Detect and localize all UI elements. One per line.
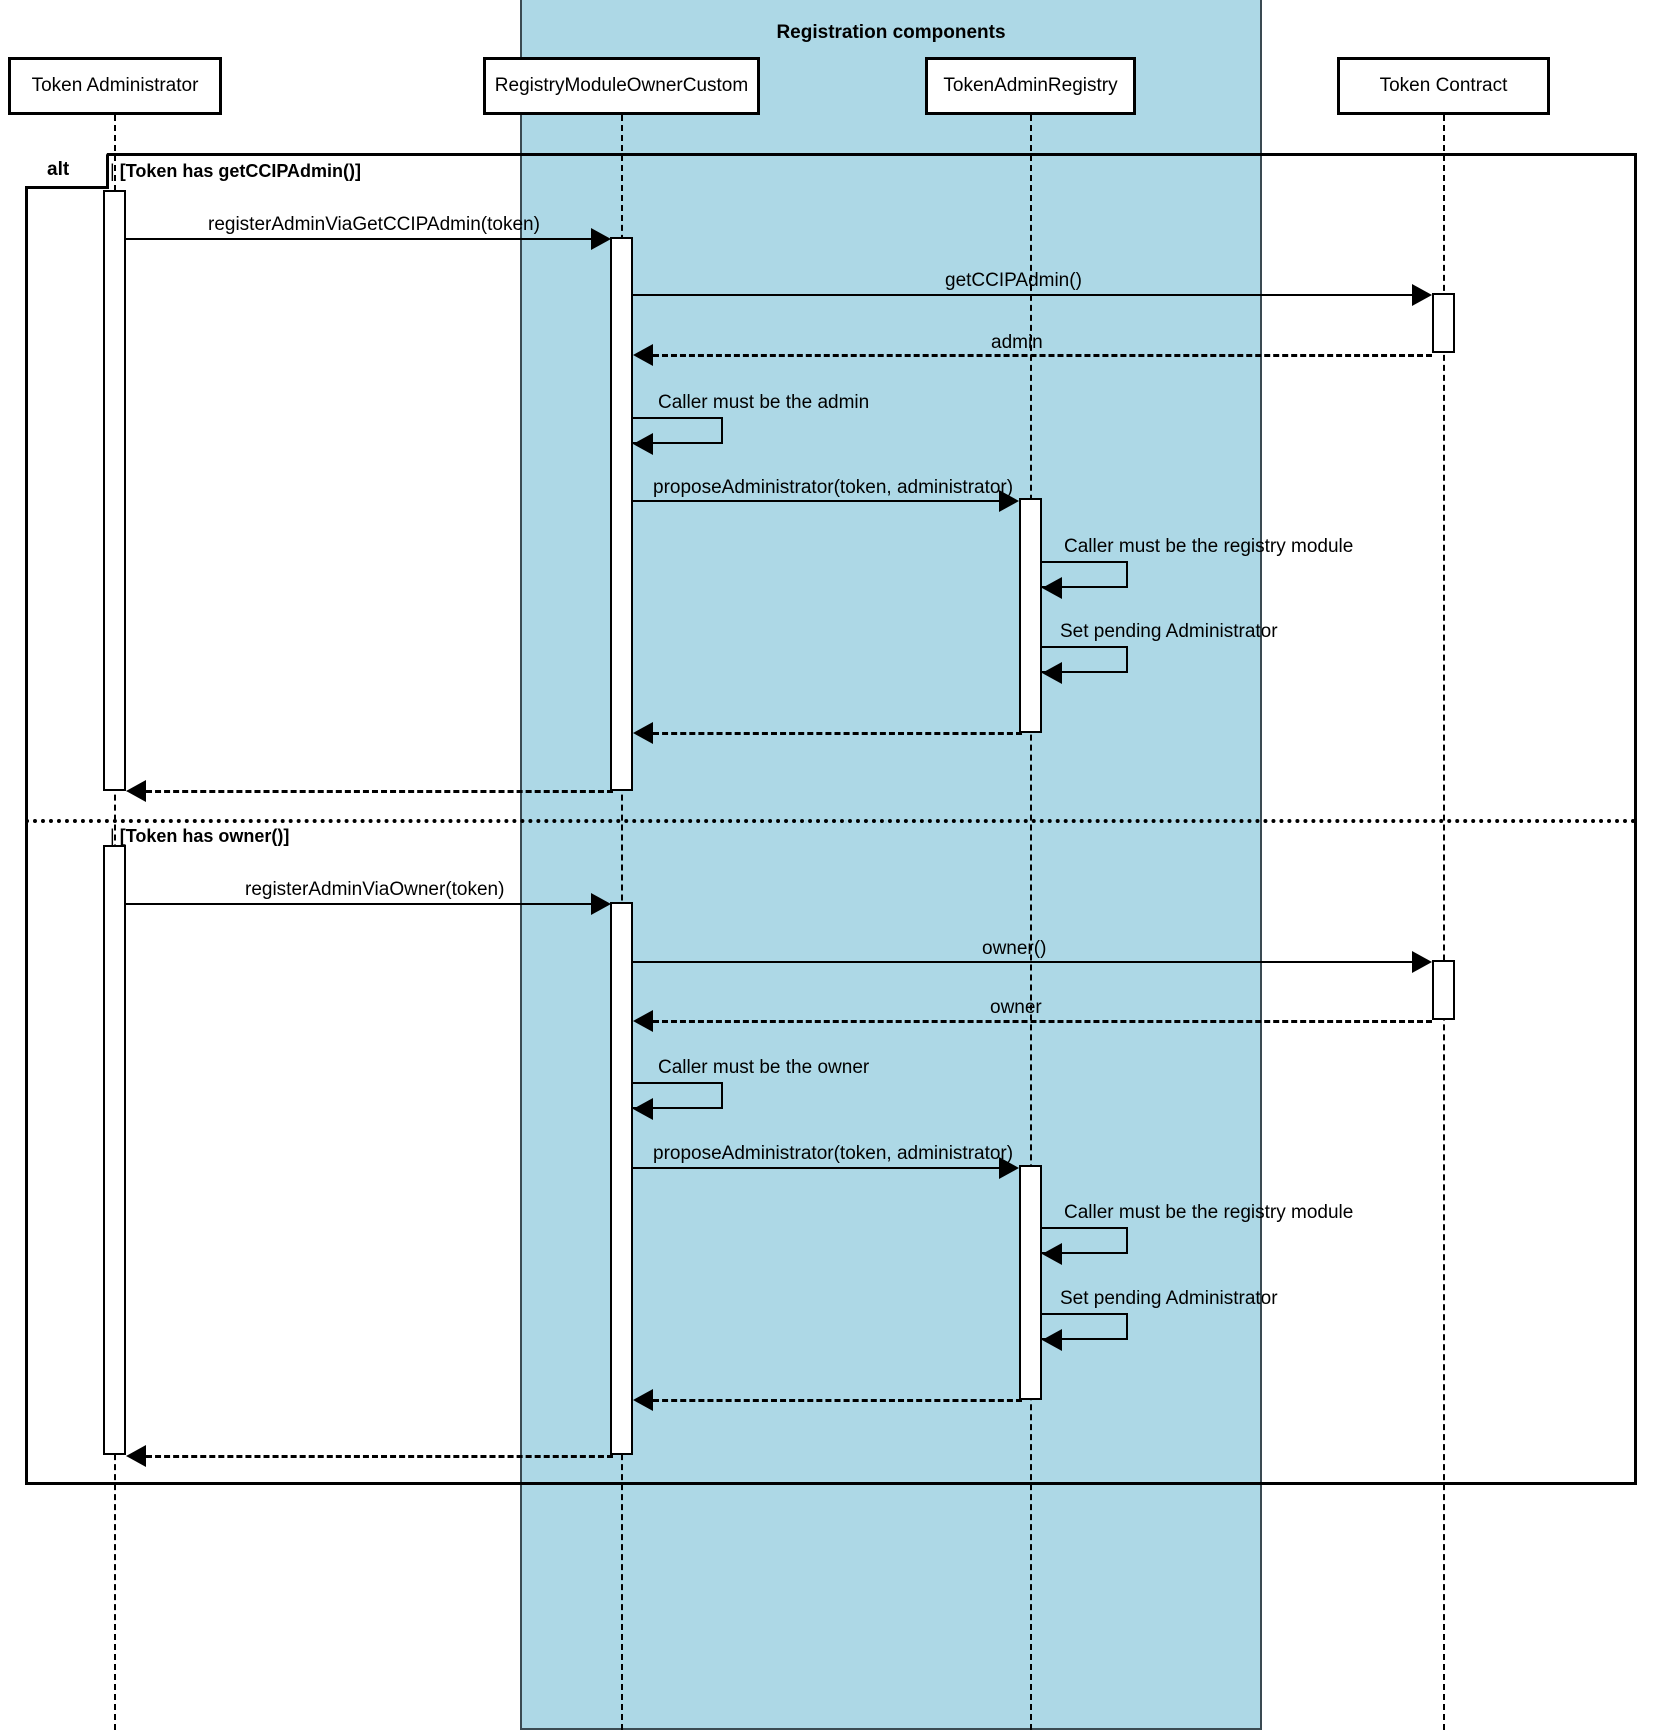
message-label-set-pending-administrator-1: Set pending Administrator [1060, 621, 1278, 642]
group-box-registration-components [520, 0, 1262, 1730]
message-line-propose-administrator-2 [633, 1167, 1000, 1169]
self-message-arrowhead-caller-must-be-owner [633, 1098, 653, 1120]
message-line-owner-return [653, 1020, 1432, 1023]
message-line-register-admin-return-1 [146, 790, 613, 793]
message-arrowhead-admin-return [633, 344, 653, 366]
alt-condition-1: | [Token has getCCIPAdmin()] [110, 161, 362, 181]
self-message-set-pending-administrator-2 [1042, 1313, 1128, 1340]
message-arrowhead-propose-administrator-return-1 [633, 722, 653, 744]
message-label-register-admin-via-owner: registerAdminViaOwner(token) [245, 879, 505, 900]
message-line-propose-administrator-1 [633, 500, 1000, 502]
message-arrowhead-register-admin-via-owner [591, 893, 611, 915]
message-line-propose-administrator-return-1 [653, 732, 1022, 735]
message-label-caller-must-be-admin: Caller must be the admin [658, 392, 870, 413]
self-message-caller-must-be-registry-module-2 [1042, 1227, 1128, 1254]
message-label-getccipadmin: getCCIPAdmin() [945, 270, 1082, 291]
self-message-arrowhead-set-pending-administrator-1 [1042, 662, 1062, 684]
message-label-register-admin-via-getccipadmin: registerAdminViaGetCCIPAdmin(token) [208, 214, 540, 235]
message-label-caller-must-be-registry-module-2: Caller must be the registry module [1064, 1202, 1354, 1223]
message-label-owner-call: owner() [982, 938, 1047, 959]
activation-token-administrator-1 [103, 190, 126, 791]
message-arrowhead-register-admin-via-getccipadmin [591, 228, 611, 250]
activation-token-administrator-2 [103, 845, 126, 1455]
self-message-arrowhead-set-pending-administrator-2 [1042, 1329, 1062, 1351]
self-message-set-pending-administrator-1 [1042, 646, 1128, 673]
participant-token-contract[interactable]: Token Contract [1337, 57, 1550, 115]
self-message-arrowhead-caller-must-be-admin [633, 433, 653, 455]
message-label-caller-must-be-registry-module-1: Caller must be the registry module [1064, 536, 1354, 557]
alt-fragment-operator-tab: alt [25, 150, 109, 189]
message-line-register-admin-return-2 [146, 1455, 613, 1458]
self-message-arrowhead-caller-must-be-registry-module-1 [1042, 577, 1062, 599]
participant-label: TokenAdminRegistry [943, 75, 1118, 96]
group-title: Registration components [776, 22, 1006, 43]
alt-condition-2-text: [Token has owner()] [119, 826, 290, 846]
message-arrowhead-propose-administrator-1 [999, 490, 1019, 512]
message-arrowhead-propose-administrator-2 [999, 1157, 1019, 1179]
message-line-register-admin-via-getccipadmin [126, 238, 593, 240]
lifeline-token-contract [1443, 115, 1445, 1730]
activation-registry-module-2 [610, 902, 633, 1455]
message-line-propose-administrator-return-2 [653, 1399, 1022, 1402]
activation-token-admin-registry-1 [1019, 498, 1042, 733]
alt-fragment-divider [25, 819, 1637, 823]
message-arrowhead-owner-return [633, 1010, 653, 1032]
self-message-arrowhead-caller-must-be-registry-module-2 [1042, 1243, 1062, 1265]
alt-condition-2: | [Token has owner()] [110, 826, 290, 846]
self-message-caller-must-be-owner [633, 1082, 723, 1109]
activation-registry-module-1 [610, 237, 633, 791]
message-line-owner-call [633, 961, 1413, 963]
participant-label: Token Administrator [31, 75, 199, 96]
self-message-caller-must-be-admin [633, 417, 723, 444]
message-arrowhead-register-admin-return-2 [126, 1445, 146, 1467]
message-label-propose-administrator-2: proposeAdministrator(token, administrato… [653, 1143, 1014, 1164]
message-arrowhead-propose-administrator-return-2 [633, 1389, 653, 1411]
activation-token-contract-1 [1432, 293, 1455, 353]
message-arrowhead-getccipadmin [1412, 284, 1432, 306]
message-arrowhead-owner-call [1412, 951, 1432, 973]
lifeline-token-admin-registry [1030, 115, 1032, 1730]
message-label-admin-return: admin [991, 332, 1043, 353]
message-label-owner-return: owner [990, 997, 1042, 1018]
message-label-caller-must-be-owner: Caller must be the owner [658, 1057, 870, 1078]
message-line-getccipadmin [633, 294, 1413, 296]
participant-token-administrator[interactable]: Token Administrator [8, 57, 222, 115]
participant-label: Token Contract [1379, 75, 1508, 96]
message-label-set-pending-administrator-2: Set pending Administrator [1060, 1288, 1278, 1309]
activation-token-contract-2 [1432, 960, 1455, 1020]
alt-operator-label: alt [47, 158, 70, 180]
participant-registry-module-owner-custom[interactable]: RegistryModuleOwnerCustom [483, 57, 760, 115]
self-message-caller-must-be-registry-module-1 [1042, 561, 1128, 588]
message-label-propose-administrator-1: proposeAdministrator(token, administrato… [653, 477, 1014, 498]
message-arrowhead-register-admin-return-1 [126, 780, 146, 802]
alt-condition-1-text: [Token has getCCIPAdmin()] [119, 161, 362, 181]
message-line-register-admin-via-owner [126, 903, 593, 905]
activation-token-admin-registry-2 [1019, 1165, 1042, 1400]
message-line-admin-return [653, 354, 1432, 357]
participant-label: RegistryModuleOwnerCustom [494, 75, 749, 96]
participant-token-admin-registry[interactable]: TokenAdminRegistry [925, 57, 1136, 115]
